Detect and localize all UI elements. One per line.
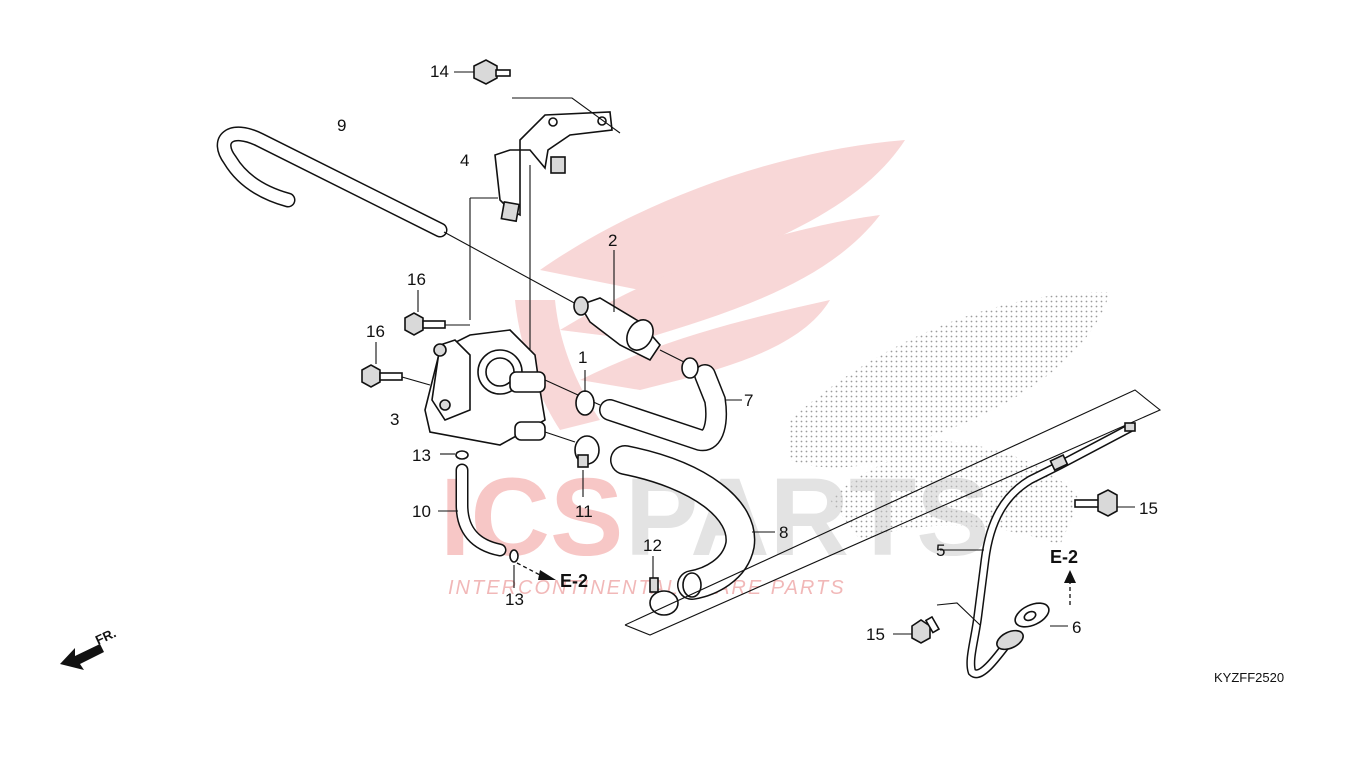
part-15-bolt-right — [1074, 489, 1118, 517]
callout-13-lower: 13 — [505, 590, 524, 609]
leader-16b-b — [401, 376, 431, 386]
callout-3: 3 — [390, 410, 399, 429]
callout-13-upper: 13 — [412, 446, 431, 465]
callout-2: 2 — [608, 231, 617, 250]
callout-16-upper: 16 — [407, 270, 426, 289]
callout-7: 7 — [744, 391, 753, 410]
watermark-wing-logo — [515, 140, 905, 430]
part-16-bolt-upper — [404, 312, 446, 336]
callout-15-right: 15 — [1139, 499, 1158, 518]
callout-12: 12 — [643, 536, 662, 555]
callout-16-lower: 16 — [366, 322, 385, 341]
part-3-valve — [424, 329, 546, 446]
part-4-bracket — [494, 111, 613, 223]
front-direction-label: FR. — [93, 625, 118, 647]
reference-e2-left: E-2 — [560, 571, 588, 591]
callout-11: 11 — [575, 502, 593, 521]
front-arrow-icon — [60, 644, 104, 670]
part-12-clamp — [649, 577, 679, 616]
callout-10: 10 — [412, 502, 431, 521]
diagram-code: KYZFF2520 — [1214, 670, 1284, 685]
leader-9-2 — [443, 231, 579, 306]
callout-15-left: 15 — [866, 625, 885, 644]
part-2-check-valve — [573, 296, 662, 362]
leader-14 — [512, 97, 621, 134]
callout-1: 1 — [578, 348, 587, 367]
leader-valve-8 — [544, 431, 576, 443]
callout-5: 5 — [936, 541, 945, 560]
part-16-bolt-lower — [361, 364, 403, 388]
part-8-hose — [610, 445, 756, 600]
arrow-icon — [516, 562, 556, 580]
part-14-bolt — [473, 59, 511, 85]
part-7-hose — [599, 357, 728, 452]
callout-6: 6 — [1072, 618, 1081, 637]
part-13-clip-upper — [455, 450, 469, 460]
part-10-hose — [455, 463, 507, 557]
part-1-clip — [575, 390, 595, 416]
callout-9: 9 — [337, 116, 346, 135]
watermark-brand-left: ICS — [440, 456, 623, 579]
callout-8: 8 — [779, 523, 788, 542]
part-11-clamp — [574, 435, 600, 468]
part-9-hose — [216, 126, 448, 238]
part-6-gasket — [996, 602, 1050, 651]
leader-5-15b — [936, 602, 981, 626]
right-panel-frame — [624, 389, 1162, 636]
part-5-pipe — [966, 422, 1136, 679]
part-13-clip-lower — [509, 549, 519, 563]
callout-4: 4 — [460, 151, 469, 170]
callout-14: 14 — [430, 62, 449, 81]
reference-e2-right: E-2 — [1050, 547, 1078, 567]
arrow-icon — [1064, 570, 1076, 605]
part-15-bolt-left — [911, 615, 941, 644]
